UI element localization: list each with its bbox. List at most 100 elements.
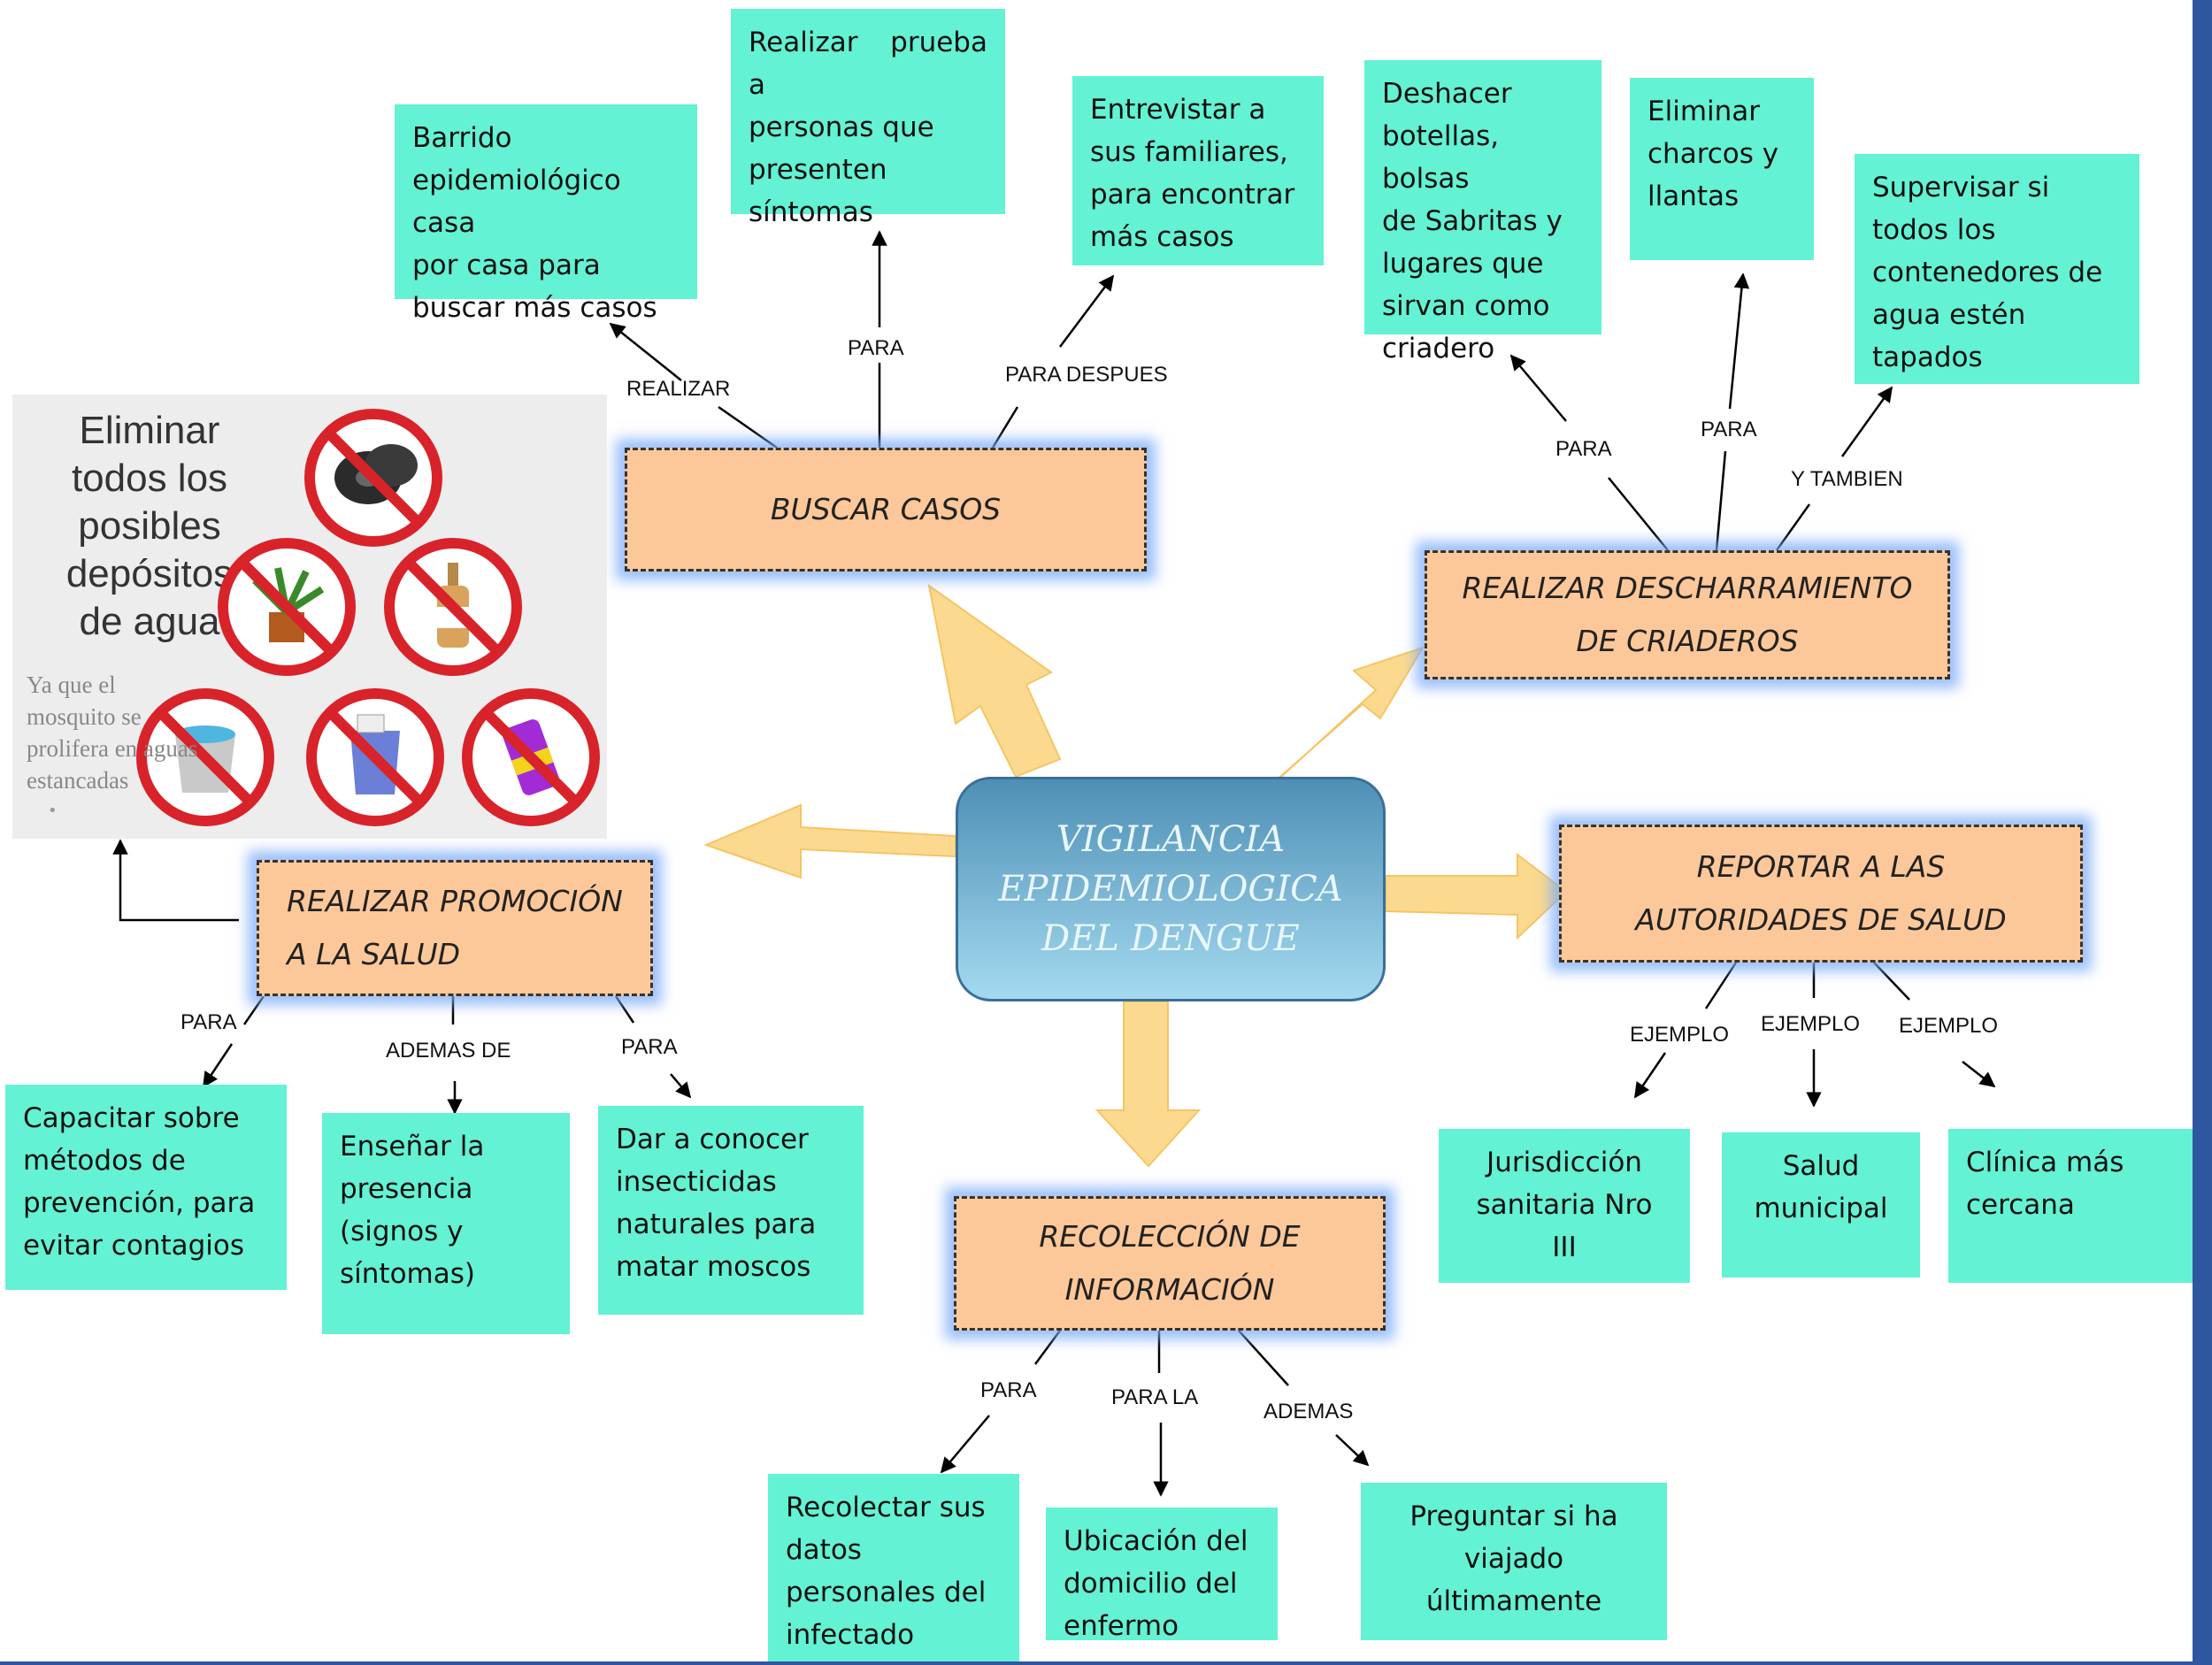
leaf-line: cercana [1966, 1189, 2075, 1221]
node-descharramiento: REALIZAR DESCHARRAMIENTO DE CRIADEROS [1425, 550, 1950, 679]
leaf-line: personales del [786, 1577, 987, 1608]
leaf-line: sanitaria Nro [1476, 1189, 1653, 1221]
eliminate-water-containers-poster: Eliminar todos los posibles depósitos de… [12, 395, 607, 839]
leaf-line: Salud [1782, 1150, 1860, 1182]
soda-can-icon [462, 688, 600, 826]
leaf-line: insecticidas [616, 1166, 777, 1198]
link-label: PARA [848, 336, 904, 360]
poster-note-line: mosquito se [27, 703, 142, 730]
leaf-line: contenedores de [1872, 257, 2103, 288]
leaf-line: enfermo [1064, 1610, 1179, 1640]
leaf-line: epidemiológico casa [412, 165, 621, 239]
leaf-line: sus familiares, [1090, 136, 1288, 168]
leaf-clinica: Clínica más cercana [1948, 1129, 2193, 1283]
leaf-line: charcos y [1647, 138, 1779, 170]
leaf-line: naturales para [616, 1208, 817, 1240]
trash-can-icon [306, 688, 444, 826]
poster-title-line: Eliminar [79, 409, 220, 452]
link-label: PARA [1555, 437, 1612, 461]
node-line: BUSCAR CASOS [770, 492, 1002, 526]
leaf-salud-municipal: Salud municipal [1722, 1132, 1920, 1278]
poster-bullet: • [48, 802, 58, 820]
leaf-line: por casa para [412, 249, 601, 281]
leaf-entrevistar: Entrevistar a sus familiares, para encon… [1072, 76, 1324, 265]
central-topic: VIGILANCIA EPIDEMIOLOGICA DEL DENGUE [956, 777, 1386, 1001]
central-topic-line: EPIDEMIOLOGICA [998, 869, 1343, 909]
leaf-line: agua estén [1872, 299, 2026, 331]
poster-title-line: posibles [78, 504, 221, 548]
leaf-line: criadero [1382, 333, 1495, 364]
leaf-line: domicilio del [1064, 1568, 1238, 1600]
link-label: PARA LA [1111, 1385, 1199, 1409]
leaf-line: infectado [786, 1619, 915, 1651]
leaf-line: Capacitar sobre [23, 1102, 240, 1134]
leaf-line: Dar a conocer [616, 1124, 809, 1155]
leaf-line: evitar contagios [23, 1230, 244, 1262]
leaf-line: Deshacer [1382, 78, 1512, 110]
node-reportar: REPORTAR A LAS AUTORIDADES DE SALUD [1559, 825, 2083, 963]
leaf-line: síntomas [749, 196, 873, 228]
node-recoleccion: RECOLECCIÓN DE INFORMACIÓN [954, 1196, 1386, 1331]
leaf-line: municipal [1754, 1193, 1888, 1224]
poster-note: Ya que el mosquito se prolifera en aguas… [27, 669, 239, 796]
poster-note-line: Ya que el [27, 671, 116, 698]
link-label: EJEMPLO [1630, 1023, 1730, 1047]
poster-note-line: prolifera en aguas [27, 735, 198, 762]
leaf-charcos: Eliminar charcos y llantas [1630, 78, 1814, 260]
link-label: ADEMAS DE [386, 1039, 511, 1063]
leaf-line: Realizar prueba a [749, 27, 987, 101]
link-label: EJEMPLO [1761, 1012, 1861, 1036]
leaf-line: más casos [1090, 221, 1234, 253]
leaf-line: Barrido [412, 122, 512, 154]
leaf-line: síntomas) [340, 1258, 475, 1290]
link-label: ADEMAS [1263, 1400, 1354, 1423]
link-label: PARA [1701, 418, 1757, 441]
leaf-line: lugares que [1382, 248, 1544, 280]
node-line: REALIZAR DESCHARRAMIENTO [1462, 571, 1913, 605]
leaf-prueba: Realizar prueba a personas que presenten… [731, 9, 1005, 228]
node-promocion: REALIZAR PROMOCIÓN A LA SALUD [257, 860, 653, 996]
leaf-line: Recolectar sus [786, 1492, 986, 1523]
leaf-line: métodos de [23, 1145, 186, 1177]
leaf-line: III [1552, 1231, 1577, 1263]
poster-title-line: todos los [71, 457, 228, 500]
central-topic-line: DEL DENGUE [1041, 918, 1300, 959]
leaf-line: Supervisar si [1872, 172, 2050, 203]
big-arrow-upright [1273, 646, 1425, 783]
leaf-line: para encontrar [1090, 179, 1295, 211]
leaf-line: llantas [1647, 180, 1740, 212]
leaf-supervisar: Supervisar si todos los contenedores de … [1855, 154, 2139, 384]
link-label: EJEMPLO [1899, 1014, 1999, 1038]
leaf-line: tapados [1872, 341, 1983, 373]
leaf-ensenar: Enseñar la presencia (signos y síntomas) [322, 1113, 570, 1334]
leaf-line: Preguntar si ha [1409, 1500, 1618, 1532]
node-buscar-casos: BUSCAR CASOS [625, 448, 1147, 572]
poster-title-line: depósitos [65, 552, 234, 595]
poster-title: Eliminar todos los posibles depósitos de… [48, 407, 251, 646]
bucket-icon [136, 688, 274, 826]
big-arrow-down [1094, 1001, 1202, 1168]
leaf-line: prevención, para [23, 1187, 256, 1219]
leaf-line: todos los [1872, 214, 1996, 246]
bottle-icon [384, 538, 522, 676]
potted-plant-icon [218, 538, 356, 676]
prohibited-containers-graphic [136, 409, 600, 826]
link-label: PARA [980, 1378, 1037, 1402]
leaf-line: (signos y [340, 1216, 464, 1247]
leaf-jurisdiccion: Jurisdicción sanitaria Nro III [1439, 1129, 1690, 1283]
tires-icon [304, 409, 442, 547]
node-line: REPORTAR A LAS [1696, 849, 1946, 884]
big-arrow-right [1385, 852, 1568, 940]
big-arrow-left [703, 803, 956, 879]
leaf-line: datos [786, 1534, 862, 1566]
big-arrow-up [927, 583, 1062, 779]
leaf-line: presenten [749, 154, 887, 186]
leaf-line: de Sabritas y [1382, 205, 1563, 237]
leaf-deshacer: Deshacer botellas, bolsas de Sabritas y … [1364, 60, 1601, 364]
leaf-line: botellas, bolsas [1382, 120, 1500, 195]
link-label: PARA [621, 1035, 678, 1059]
link-label: Y TAMBIEN [1791, 467, 1903, 491]
leaf-line: matar moscos [616, 1251, 811, 1283]
